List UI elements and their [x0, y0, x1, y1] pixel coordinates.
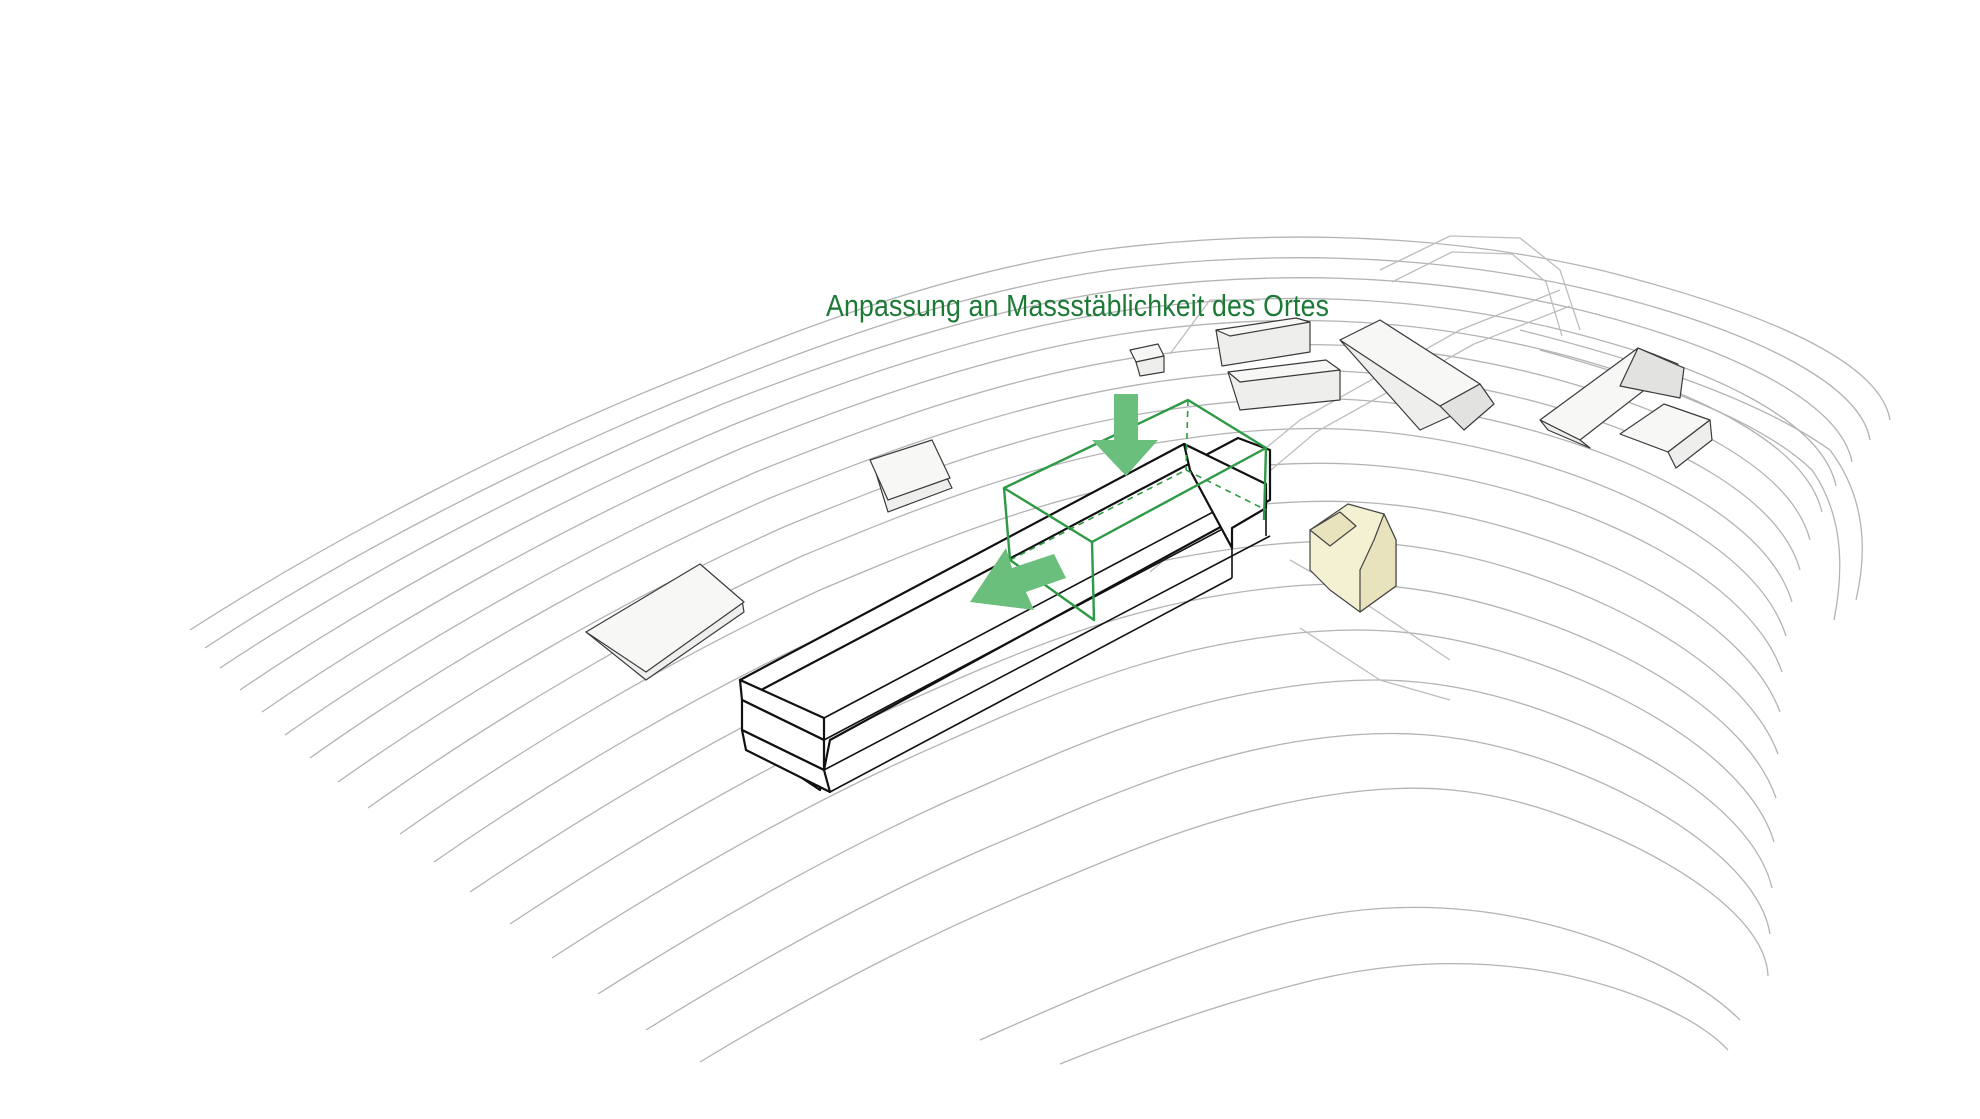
building-northeast-b — [1619, 403, 1713, 469]
building-tiny-north — [1129, 343, 1165, 377]
arrow-down-icon — [1092, 394, 1158, 476]
diagram-caption: Anpassung an Massstäblichkeit des Ortes — [826, 288, 1330, 323]
church-building — [1309, 503, 1397, 613]
arrow-left-icon — [970, 548, 1066, 610]
building-north-a — [1215, 317, 1341, 411]
building-north-b — [1339, 319, 1495, 431]
building-small-west — [869, 439, 953, 513]
terrain-contours — [189, 236, 1891, 1065]
building-large-west — [585, 563, 745, 681]
building-northeast-a — [1539, 347, 1685, 449]
